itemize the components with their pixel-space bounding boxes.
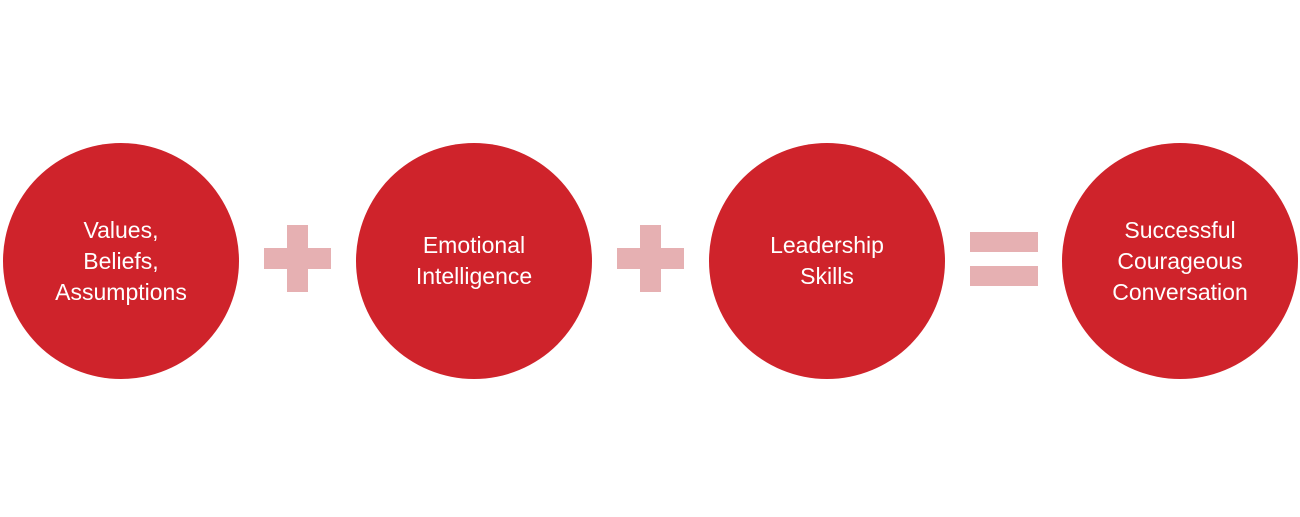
circle-label: Emotional Intelligence (415, 232, 533, 289)
circle-values-beliefs-assumptions: Values, Beliefs, Assumptions (3, 143, 239, 379)
plus-vertical-bar (287, 225, 308, 292)
circle-label: Values, Beliefs, Assumptions (55, 216, 187, 305)
equals-bottom-bar (970, 266, 1038, 286)
circle-label: Successful Courageous Conversation (1112, 216, 1248, 305)
circle-leadership-skills: Leadership Skills (709, 143, 945, 379)
equals-icon (970, 232, 1038, 286)
circle-label: Leadership Skills (770, 232, 884, 289)
plus-icon (264, 225, 331, 292)
circle-successful-courageous-conversation: Successful Courageous Conversation (1062, 143, 1298, 379)
equals-top-bar (970, 232, 1038, 252)
plus-icon (617, 225, 684, 292)
plus-vertical-bar (640, 225, 661, 292)
circle-emotional-intelligence: Emotional Intelligence (356, 143, 592, 379)
